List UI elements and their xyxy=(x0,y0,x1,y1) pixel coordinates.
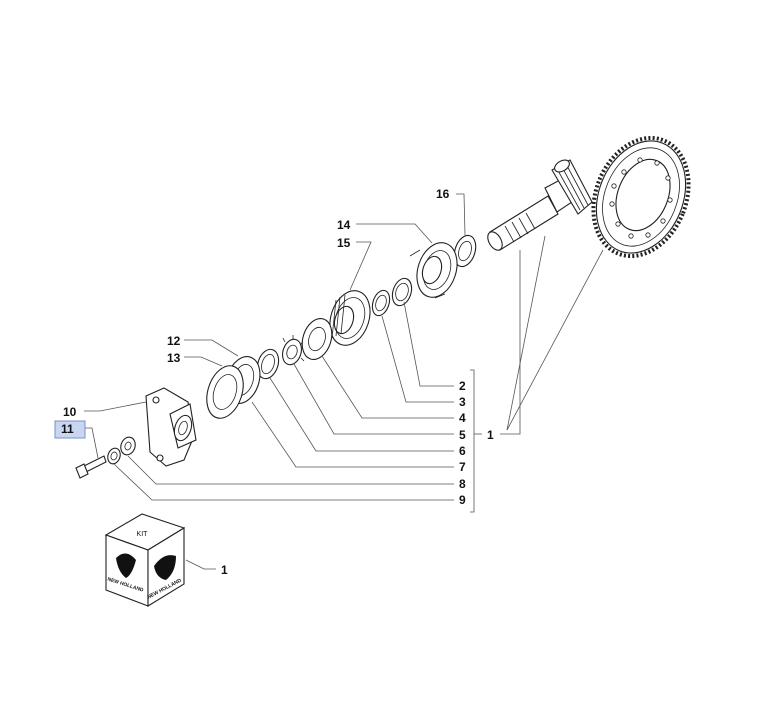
callout-5[interactable]: 5 xyxy=(459,428,466,442)
callout-1-assembly[interactable]: 1 xyxy=(487,428,494,442)
flange-yoke[interactable] xyxy=(145,387,197,467)
dust-shield[interactable] xyxy=(200,361,249,423)
callout-labels: 16 14 15 12 13 10 11 2 3 4 5 6 7 8 9 1 1 xyxy=(54,187,494,577)
spring-washer[interactable] xyxy=(106,447,122,466)
washer-large[interactable] xyxy=(297,315,337,364)
leader-lines xyxy=(84,193,604,570)
callout-3[interactable]: 3 xyxy=(459,395,466,409)
spacer-ring[interactable] xyxy=(369,288,392,318)
hex-bolt[interactable] xyxy=(75,455,107,479)
highlight-box xyxy=(54,420,86,439)
callout-7[interactable]: 7 xyxy=(459,460,466,474)
callout-4[interactable]: 4 xyxy=(459,411,466,425)
callout-15[interactable]: 15 xyxy=(337,236,351,250)
callout-9[interactable]: 9 xyxy=(459,493,466,507)
castle-nut[interactable] xyxy=(279,335,305,367)
kit-label: KIT xyxy=(137,531,149,538)
tapered-roller-bearing[interactable] xyxy=(323,285,376,350)
callout-12[interactable]: 12 xyxy=(167,334,181,348)
callout-6[interactable]: 6 xyxy=(459,444,466,458)
pinion-shaft[interactable] xyxy=(485,158,593,253)
ring-gear[interactable] xyxy=(576,124,705,271)
callout-11[interactable]: 11 xyxy=(61,422,74,436)
callout-2[interactable]: 2 xyxy=(459,379,466,393)
callout-14[interactable]: 14 xyxy=(337,218,351,232)
shim-washer[interactable] xyxy=(451,233,480,270)
kit-box-icon[interactable]: KIT NEW HOLLAND NEW HOLLAND xyxy=(104,513,186,607)
callout-13[interactable]: 13 xyxy=(167,351,181,365)
callout-10[interactable]: 10 xyxy=(63,405,77,419)
callout-1-kit[interactable]: 1 xyxy=(221,563,228,577)
callout-8[interactable]: 8 xyxy=(459,477,466,491)
bearing-cup[interactable] xyxy=(389,276,415,308)
callout-16[interactable]: 16 xyxy=(436,187,450,201)
flat-washer[interactable] xyxy=(119,435,138,456)
retaining-ring[interactable] xyxy=(254,347,282,382)
tapered-roller-bearing-large[interactable] xyxy=(409,237,464,302)
